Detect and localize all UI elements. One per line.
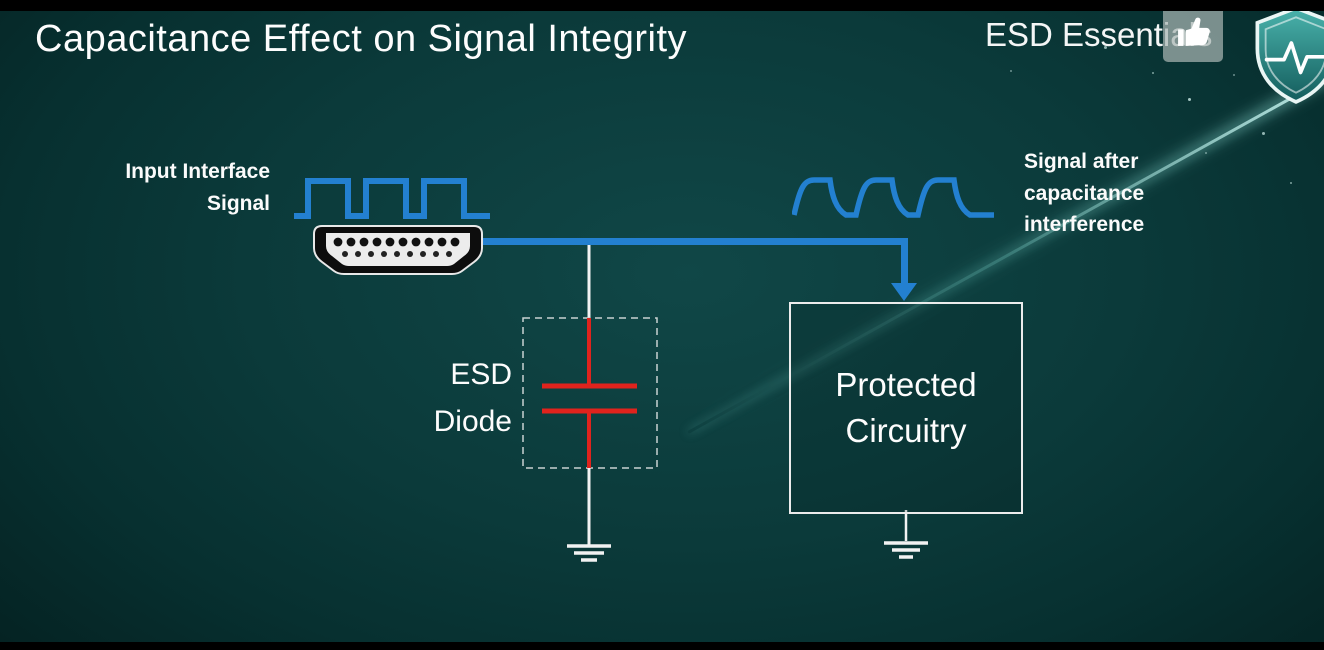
letterbox-bottom <box>0 642 1324 650</box>
distorted-signal-wave <box>792 177 994 218</box>
input-signal-label: Input Interface Signal <box>84 156 270 219</box>
slide-title: Capacitance Effect on Signal Integrity <box>35 18 688 60</box>
esd-diode-branch <box>522 245 658 562</box>
shield-pulse-icon <box>1255 6 1324 104</box>
protected-box-line2: Circuitry <box>845 412 967 449</box>
output-signal-label-line3: interference <box>1024 213 1145 236</box>
output-signal-label-line2: capacitance <box>1024 181 1145 205</box>
input-signal-label-line1: Input Interface <box>125 160 270 183</box>
ground-symbol <box>884 541 928 559</box>
signal-trace-line <box>478 238 908 245</box>
signal-arrow-stem <box>901 241 908 285</box>
ground-symbol <box>567 544 611 562</box>
protected-circuitry-box: Protected Circuitry <box>789 302 1023 514</box>
thumbs-up-icon <box>1178 17 1210 46</box>
clean-square-wave <box>294 178 490 219</box>
input-signal-label-line2: Signal <box>206 191 270 215</box>
esd-diode-label-line2: Diode <box>433 404 512 438</box>
output-signal-label-line1: Signal after <box>1024 150 1139 173</box>
esd-diode-label-line1: ESD <box>450 358 512 391</box>
letterbox-top <box>0 0 1324 11</box>
hdmi-connector-icon <box>313 225 483 275</box>
esd-diode-label: ESD Diode <box>390 352 512 445</box>
protected-box-ground <box>884 510 928 559</box>
protected-box-line1: Protected <box>835 365 977 403</box>
output-signal-label: Signal after capacitance interference <box>1024 146 1204 241</box>
signal-arrow-head <box>891 283 917 301</box>
